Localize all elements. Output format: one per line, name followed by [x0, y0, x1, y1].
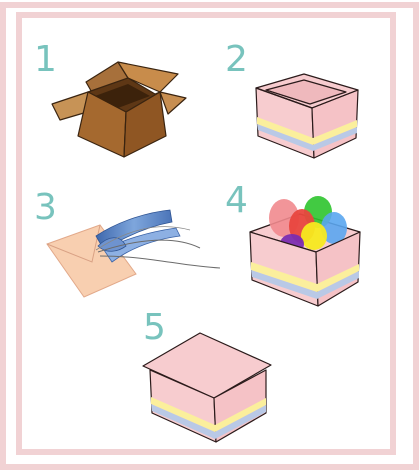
- box-with-balloons-icon: [249, 196, 361, 307]
- step-number-5: 5: [143, 307, 166, 348]
- wrapping-paper-ribbon-icon: [46, 209, 221, 298]
- cardboard-box-open-icon: [51, 61, 187, 158]
- step-number-2: 2: [225, 39, 248, 80]
- pink-box-open-icon: [255, 73, 359, 159]
- pink-box-closed-icon: [142, 332, 272, 443]
- step-number-3: 3: [34, 187, 57, 228]
- step-number-1: 1: [34, 39, 57, 80]
- step-number-4: 4: [225, 180, 248, 221]
